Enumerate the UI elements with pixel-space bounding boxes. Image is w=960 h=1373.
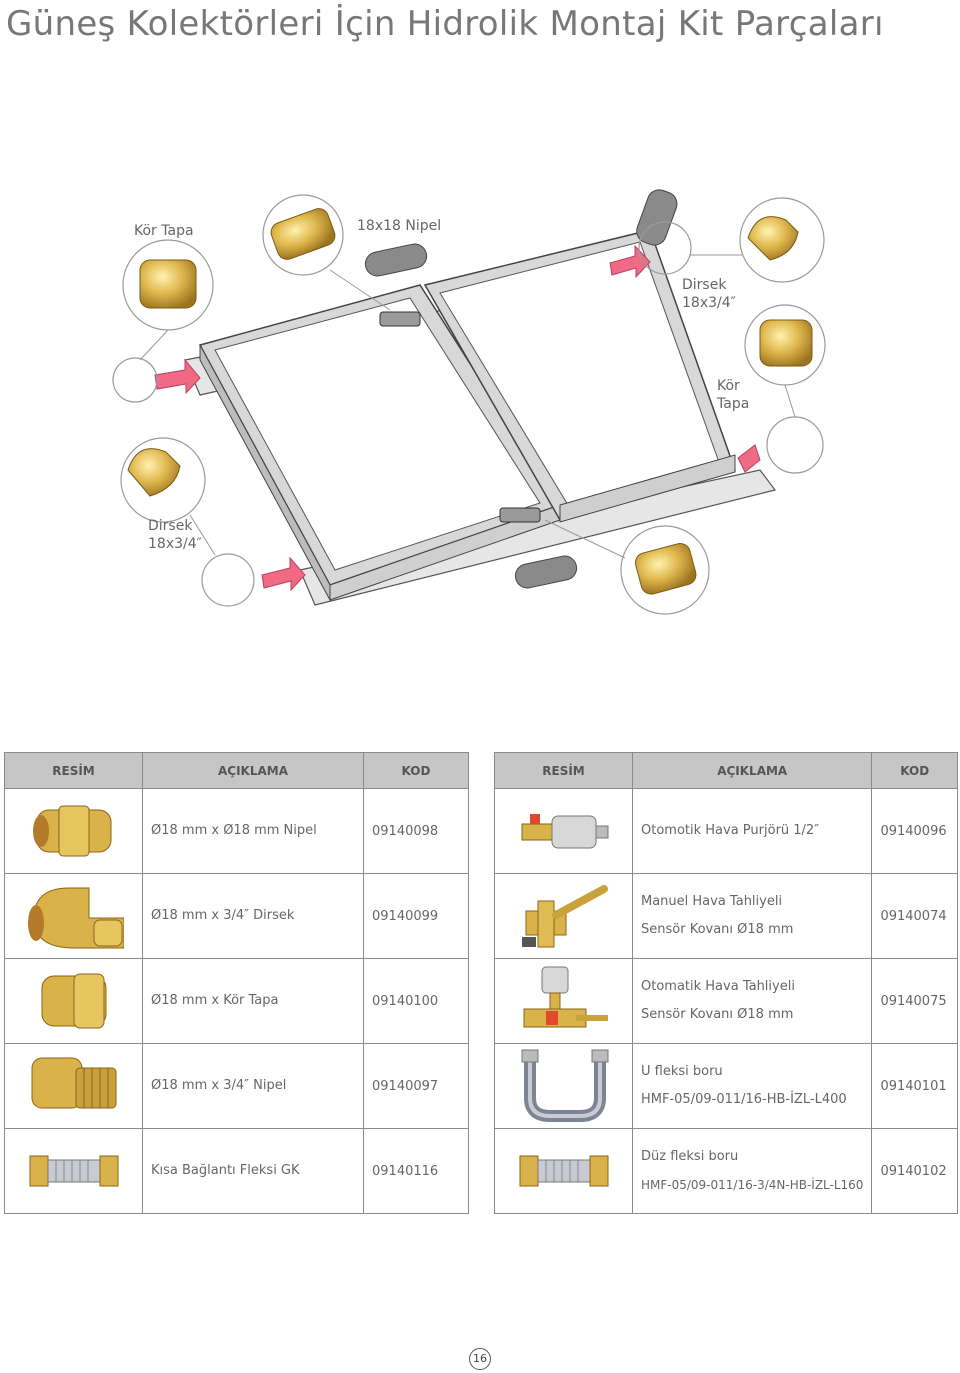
table-row: Ø18 mm x Ø18 mm Nipel 09140098 [4, 788, 469, 874]
table-header-row: RESİM AÇIKLAMA KOD [4, 752, 469, 789]
description-text: Ø18 mm x 3/4″ Dirsek [151, 908, 295, 923]
image-cell [494, 1043, 633, 1129]
table-row: Ø18 mm x 3/4″ Dirsek 09140099 [4, 873, 469, 959]
table-row: Otomatik Hava Tahliyeli Sensör Kovanı Ø1… [494, 958, 958, 1044]
description-cell: Ø18 mm x 3/4″ Nipel [142, 1043, 364, 1129]
header-resim: RESİM [494, 752, 633, 789]
description-text: U fleksi boru [641, 1064, 723, 1079]
label-line: 18x3/4″ [148, 536, 202, 552]
table-row: U fleksi boru HMF-05/09-011/16-HB-İZL-L4… [494, 1043, 958, 1129]
parts-table-right: RESİM AÇIKLAMA KOD Otomotik Hava Purjörü… [494, 752, 958, 1214]
description-text: Otomatik Hava Tahliyeli [641, 979, 795, 994]
code-cell: 09140075 [871, 958, 958, 1044]
straight-flex-hose-icon [519, 1155, 608, 1187]
description-text: Ø18 mm x Ø18 mm Nipel [151, 823, 317, 838]
label-kor-tapa-left: Kör Tapa [134, 223, 194, 239]
table-row: Ø18 mm x Kör Tapa 09140100 [4, 958, 469, 1044]
image-cell [4, 788, 143, 874]
code-cell: 09140100 [363, 958, 469, 1044]
image-cell [494, 1128, 633, 1214]
code-cell: 09140101 [871, 1043, 958, 1129]
table-header-row: RESİM AÇIKLAMA KOD [494, 752, 958, 789]
image-cell [4, 873, 143, 959]
threaded-nipple-icon [31, 1057, 116, 1109]
header-aciklama: AÇIKLAMA [631, 752, 873, 789]
manual-valve-icon [521, 885, 608, 948]
collector-panel-left [198, 284, 562, 601]
page-number: 16 [469, 1348, 491, 1370]
auto-valve-icon [523, 966, 608, 1028]
leader-lines [139, 254, 796, 559]
label-line: Dirsek [682, 277, 727, 293]
table-row: Ø18 mm x 3/4″ Nipel 09140097 [4, 1043, 469, 1129]
description-text: Manuel Hava Tahliyeli [641, 894, 783, 909]
description-cell: Ø18 mm x Kör Tapa [142, 958, 364, 1044]
label-dirsek-top-right: Dirsek 18x3/4″ [682, 276, 736, 312]
description-text: Düz fleksi boru [641, 1149, 739, 1164]
code-cell: 09140116 [363, 1128, 469, 1214]
image-cell [494, 788, 633, 874]
page-title: Güneş Kolektörleri İçin Hidrolik Montaj … [6, 4, 884, 44]
code-cell: 09140074 [871, 873, 958, 959]
parts-table-left: RESİM AÇIKLAMA KOD Ø18 mm x Ø18 mm Nipel… [4, 752, 469, 1214]
description-cell: Manuel Hava Tahliyeli Sensör Kovanı Ø18 … [631, 873, 873, 959]
label-line: Kör [717, 378, 740, 394]
table-row: Manuel Hava Tahliyeli Sensör Kovanı Ø18 … [494, 873, 958, 959]
brass-fittings [127, 208, 813, 595]
description-cell: Ø18 mm x Ø18 mm Nipel [142, 788, 364, 874]
description-text-2: HMF-05/09-011/16-3/4N-HB-İZL-L160 [641, 1178, 864, 1192]
description-text-2: Sensör Kovanı Ø18 mm [641, 922, 794, 937]
label-line: Dirsek [148, 518, 193, 534]
header-kod: KOD [363, 752, 469, 789]
description-text: Ø18 mm x Kör Tapa [151, 993, 279, 1008]
code-cell: 09140096 [871, 788, 958, 874]
label-kor-tapa-right: Kör Tapa [717, 377, 749, 413]
image-cell [4, 1128, 143, 1214]
description-cell: Kısa Bağlantı Fleksi GK [142, 1128, 364, 1214]
air-vent-icon [521, 814, 608, 849]
description-cell: Düz fleksi boru HMF-05/09-011/16-3/4N-HB… [631, 1128, 873, 1214]
header-aciklama: AÇIKLAMA [142, 752, 364, 789]
header-kod: KOD [871, 752, 958, 789]
code-cell: 09140098 [363, 788, 469, 874]
description-text: Ø18 mm x 3/4″ Nipel [151, 1078, 287, 1093]
short-flex-icon [29, 1155, 118, 1187]
image-cell [4, 958, 143, 1044]
image-cell [494, 958, 633, 1044]
code-cell: 09140097 [363, 1043, 469, 1129]
collector-panel-right [423, 229, 736, 523]
image-cell [4, 1043, 143, 1129]
label-nipel-top: 18x18 Nipel [357, 218, 442, 234]
description-cell: Otomatik Hava Tahliyeli Sensör Kovanı Ø1… [631, 958, 873, 1044]
description-text-2: HMF-05/09-011/16-HB-İZL-L400 [641, 1092, 847, 1107]
collector-illustration [112, 189, 826, 615]
pipe-pieces [364, 189, 678, 589]
description-text: Otomotik Hava Purjörü 1/2″ [641, 823, 820, 838]
table-row: Otomotik Hava Purjörü 1/2″ 09140096 [494, 788, 958, 874]
code-cell: 09140102 [871, 1128, 958, 1214]
description-text: Kısa Bağlantı Fleksi GK [151, 1163, 300, 1178]
callout-circles [112, 194, 826, 615]
description-cell: U fleksi boru HMF-05/09-011/16-HB-İZL-L4… [631, 1043, 873, 1129]
description-cell: Ø18 mm x 3/4″ Dirsek [142, 873, 364, 959]
label-line: Tapa [717, 396, 750, 412]
nipple-fitting-icon [32, 805, 111, 857]
description-text-2: Sensör Kovanı Ø18 mm [641, 1007, 794, 1022]
middle-connectors [379, 311, 541, 523]
label-dirsek-left: Dirsek 18x3/4″ [148, 517, 202, 553]
label-line: 18x3/4″ [682, 295, 736, 311]
table-row: Düz fleksi boru HMF-05/09-011/16-3/4N-HB… [494, 1128, 958, 1214]
description-cell: Otomotik Hava Purjörü 1/2″ [631, 788, 873, 874]
assembly-diagram: Kör Tapa 18x18 Nipel Dirsek 18x3/4″ Kör … [0, 160, 960, 640]
table-row: Kısa Bağlantı Fleksi GK 09140116 [4, 1128, 469, 1214]
code-cell: 09140099 [363, 873, 469, 959]
elbow-fitting-icon [27, 887, 124, 949]
header-resim: RESİM [4, 752, 143, 789]
image-cell [494, 873, 633, 959]
u-flex-hose-icon [521, 1049, 608, 1122]
blind-cap-icon [41, 973, 106, 1029]
